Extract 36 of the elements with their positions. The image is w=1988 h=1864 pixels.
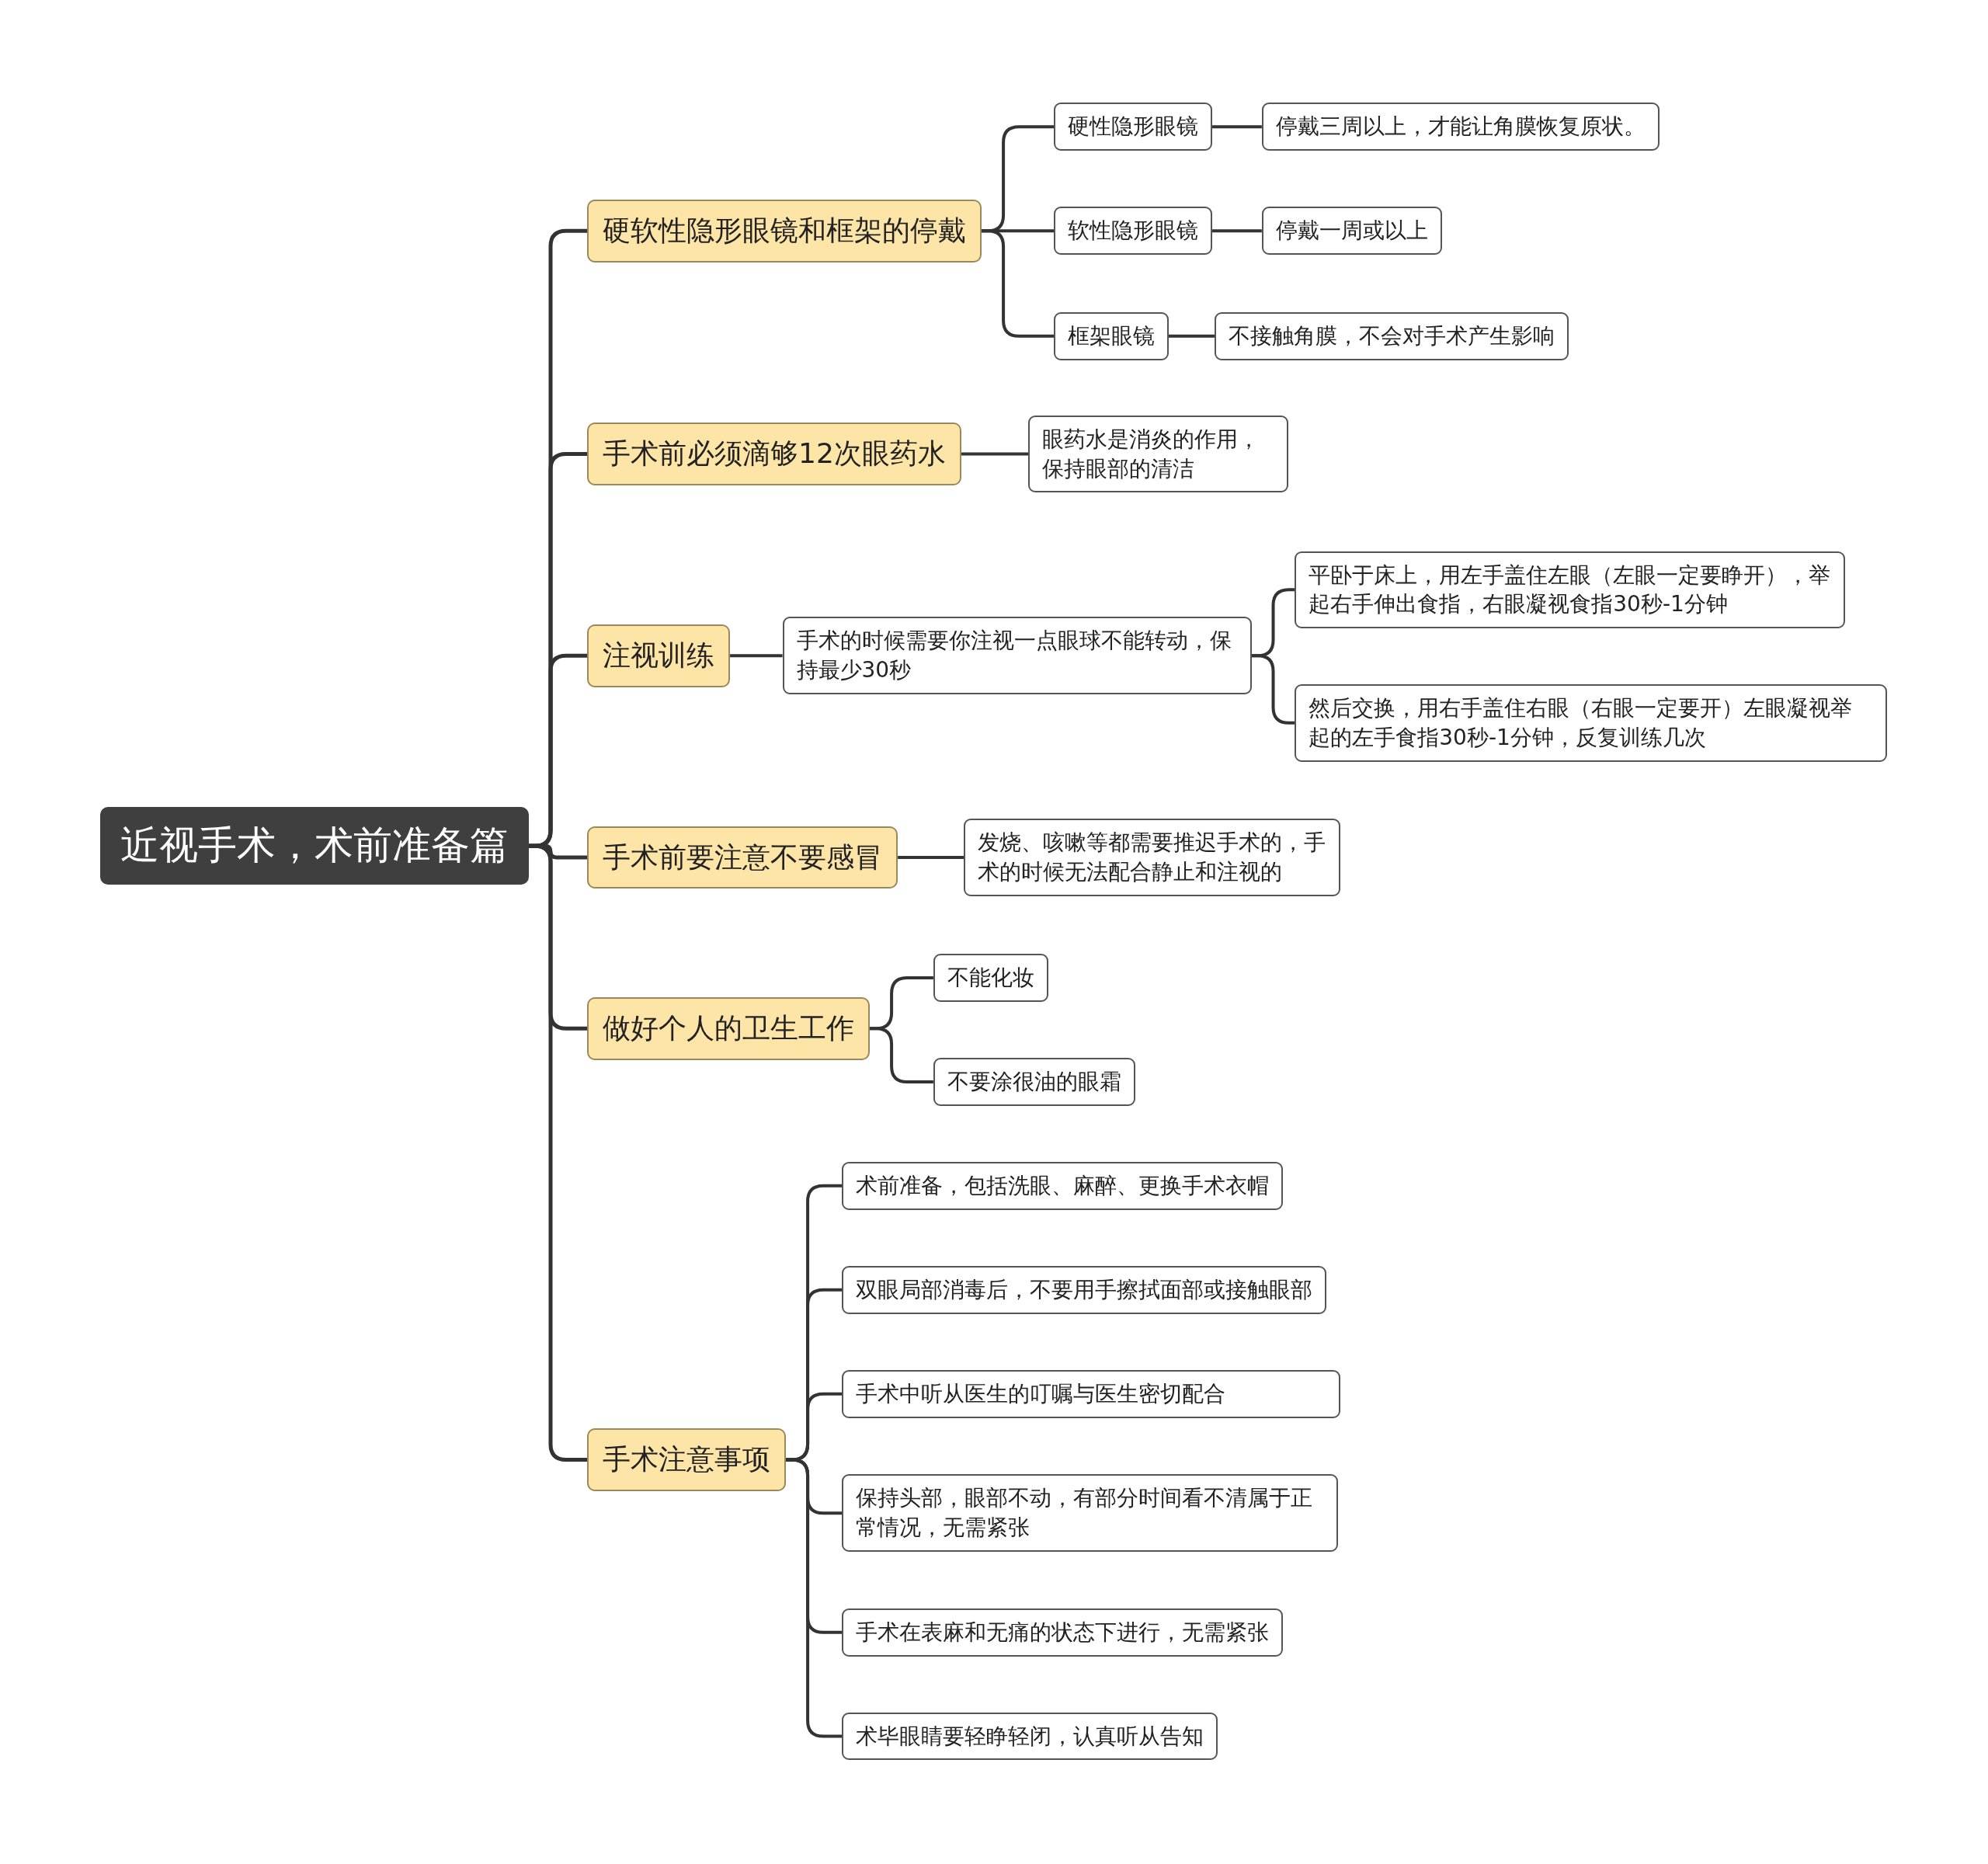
topic-box: 手术前要注意不要感冒	[587, 826, 898, 889]
connector-line	[786, 1458, 843, 1738]
subtopic-box: 然后交换，用右手盖住右眼（右眼一定要开）左眼凝视举起的左手食指30秒-1分钟，反复训练几次	[1295, 684, 1887, 762]
connector-line	[898, 855, 964, 859]
subtopic-box: 停戴一周或以上	[1261, 207, 1442, 256]
subtopic-box: 软性隐形眼镜	[1054, 207, 1212, 256]
subtopic-box: 手术在表麻和无痛的状态下进行，无需紧张	[842, 1608, 1284, 1657]
topic-box: 硬软性隐形眼镜和框架的停戴	[587, 199, 982, 263]
connector-line	[1212, 229, 1262, 233]
connector-line	[730, 654, 783, 658]
subtopic-box: 停戴三周以上，才能让角膜恢复原状。	[1261, 103, 1660, 151]
subtopic-box: 硬性隐形眼镜	[1054, 103, 1212, 151]
topic-box: 注视训练	[587, 624, 731, 687]
subtopic-box: 术毕眼睛要轻睁轻闭，认真听从告知	[842, 1712, 1218, 1761]
subtopic-box: 术前准备，包括洗眼、麻醉、更换手术衣帽	[842, 1161, 1284, 1210]
subtopic-box: 双眼局部消毒后，不要用手擦拭面部或接触眼部	[842, 1265, 1327, 1314]
connector-line	[982, 229, 1054, 338]
root-topic-box: 近视手术，术前准备篇	[100, 807, 529, 885]
connector-line	[961, 452, 1029, 456]
topic-box: 手术前必须滴够12次眼药水	[587, 423, 961, 485]
subtopic-box: 不接触角膜，不会对手术产生影响	[1215, 311, 1569, 360]
subtopic-box: 发烧、咳嗽等都需要推迟手术的，手术的时候无法配合静止和注视的	[964, 819, 1341, 896]
subtopic-box: 保持头部，眼部不动，有部分时间看不清属于正常情况，无需紧张	[842, 1474, 1338, 1552]
subtopic-box: 不要涂很油的眼霜	[933, 1058, 1135, 1106]
connector-line	[1169, 334, 1215, 338]
connector-line	[529, 843, 588, 1462]
connector-line	[1212, 125, 1262, 129]
subtopic-box: 手术的时候需要你注视一点眼球不能转动，保持最少30秒	[782, 617, 1252, 695]
subtopic-box: 手术中听从医生的叮嘱与医生密切配合	[842, 1369, 1341, 1418]
subtopic-box: 眼药水是消炎的作用，保持眼部的清洁	[1028, 415, 1289, 493]
subtopic-box: 框架眼镜	[1054, 311, 1169, 360]
topic-box: 手术注意事项	[587, 1428, 787, 1491]
subtopic-box: 平卧于床上，用左手盖住左眼（左眼一定要睁开），举起右手伸出食指，右眼凝视食指30秒-1分钟	[1295, 551, 1845, 629]
subtopic-box: 不能化妆	[933, 954, 1048, 1002]
topic-box: 做好个人的卫生工作	[587, 997, 871, 1060]
connector-line	[870, 1027, 933, 1083]
